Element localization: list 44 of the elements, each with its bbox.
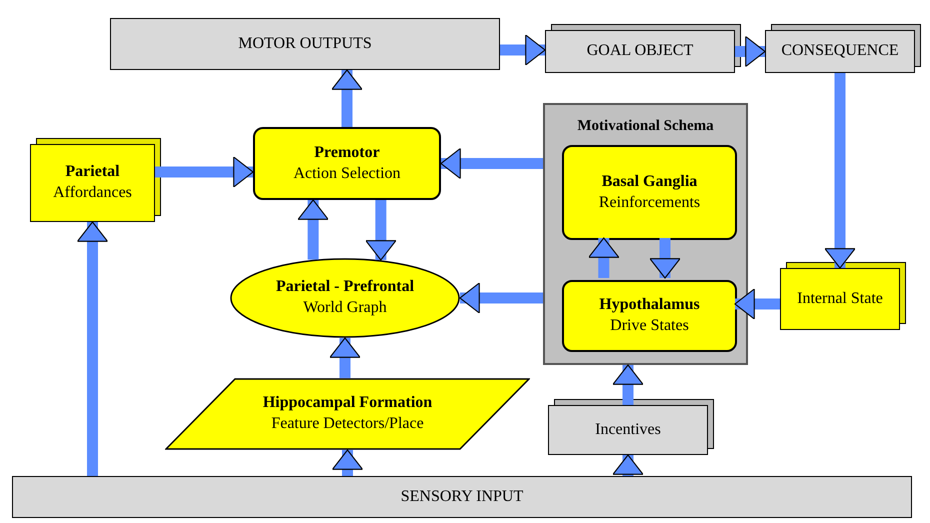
process-box bbox=[12, 476, 912, 518]
label-text: Internal State bbox=[797, 288, 883, 309]
arrow bbox=[612, 454, 644, 476]
label-text: MOTOR OUTPUTS bbox=[238, 34, 372, 54]
rounded-box bbox=[562, 280, 737, 352]
label-text: Incentives bbox=[595, 420, 661, 440]
rounded-box bbox=[253, 127, 441, 200]
heading-text: Premotor bbox=[314, 142, 380, 163]
arrow bbox=[735, 36, 766, 68]
label-text: GOAL OBJECT bbox=[586, 41, 694, 62]
arrow bbox=[331, 69, 363, 127]
arrow bbox=[365, 200, 396, 261]
label-text: Action Selection bbox=[293, 164, 401, 184]
arrow bbox=[588, 237, 620, 278]
label-text: SENSORY INPUT bbox=[400, 486, 524, 507]
process-box bbox=[110, 18, 500, 70]
heading-text: Motivational Schema bbox=[577, 117, 714, 136]
label-text: World Graph bbox=[303, 298, 387, 318]
group-box bbox=[543, 103, 748, 365]
label-text: Drive States bbox=[610, 316, 689, 336]
label-text: Feature Detectors/Place bbox=[271, 414, 424, 434]
arrow bbox=[649, 238, 681, 279]
heading-text: Parietal bbox=[65, 162, 120, 182]
arrow bbox=[440, 148, 543, 180]
label-text: Reinforcements bbox=[598, 192, 700, 212]
arrow bbox=[824, 73, 856, 269]
label-text: CONSEQUENCE bbox=[781, 41, 899, 62]
heading-text: Hippocampal Formation bbox=[262, 393, 432, 414]
heading-text: Parietal - Prefrontal bbox=[276, 277, 414, 298]
heading-text: Hypothalamus bbox=[599, 295, 700, 316]
arrow bbox=[329, 337, 361, 378]
heading-text: Basal Ganglia bbox=[602, 172, 698, 192]
arrow bbox=[155, 156, 254, 188]
parallelogram-node bbox=[165, 378, 530, 450]
arrow bbox=[298, 199, 329, 260]
arrow bbox=[332, 449, 364, 476]
arrow bbox=[500, 34, 546, 66]
arrow bbox=[76, 221, 108, 476]
arrow bbox=[734, 288, 780, 320]
rounded-box bbox=[562, 145, 737, 240]
arrow bbox=[459, 282, 543, 314]
ellipse-node bbox=[230, 258, 460, 338]
arrow bbox=[612, 364, 644, 405]
label-text: Affordances bbox=[53, 183, 132, 203]
